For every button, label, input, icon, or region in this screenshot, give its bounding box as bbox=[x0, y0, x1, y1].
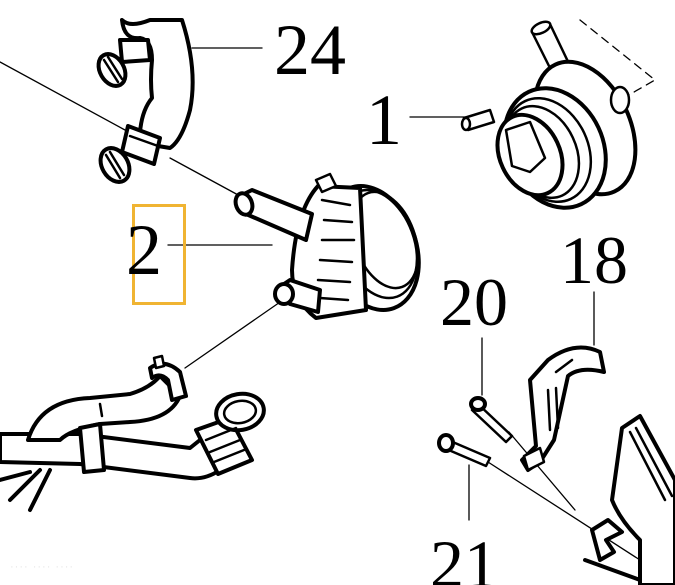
highlight-box bbox=[132, 204, 186, 305]
bracket-18 bbox=[520, 345, 606, 472]
leader-lines bbox=[0, 19, 656, 561]
callout-20: 20 bbox=[440, 264, 508, 340]
hose-lower bbox=[0, 354, 266, 512]
bolt-20 bbox=[469, 396, 514, 444]
watermark: ···· ···· ···· bbox=[10, 561, 75, 573]
callout-2: 2 bbox=[126, 210, 162, 290]
pump-highlighted bbox=[233, 172, 421, 320]
bracket-lower bbox=[583, 414, 675, 585]
callout-21: 21 bbox=[430, 526, 498, 585]
pump-assembled bbox=[460, 20, 638, 210]
callout-18: 18 bbox=[560, 222, 628, 298]
bolt-21 bbox=[437, 433, 492, 468]
hose-upper bbox=[96, 18, 195, 184]
callout-1: 1 bbox=[366, 80, 402, 160]
callout-24: 24 bbox=[274, 10, 346, 90]
